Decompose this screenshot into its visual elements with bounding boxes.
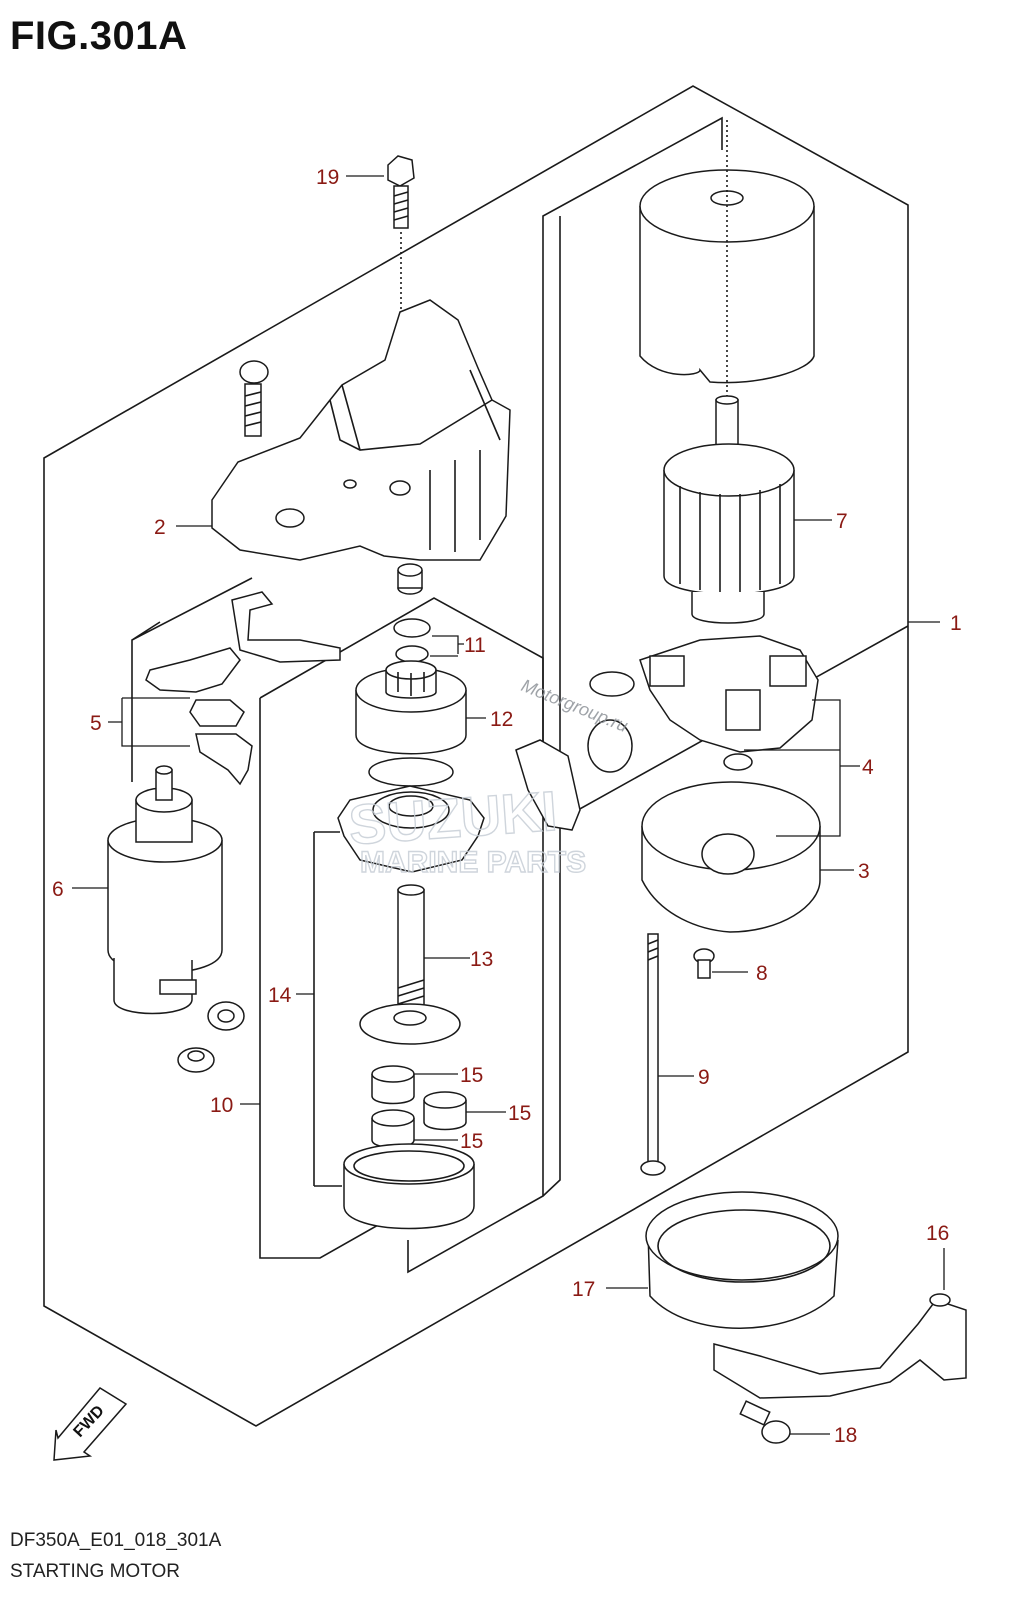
lever-fork-5 <box>145 591 341 786</box>
drive-shaft-13 <box>359 884 461 1045</box>
planet-gear-15-top <box>371 1065 415 1105</box>
internal-gear-ring <box>343 1143 475 1230</box>
lever-group-frame <box>131 577 253 782</box>
callout-7: 7 <box>836 510 848 533</box>
solenoid-6 <box>107 765 223 1015</box>
callout-4: 4 <box>862 756 874 779</box>
bolt-19 <box>387 155 415 229</box>
callout-12: 12 <box>490 708 513 731</box>
fwd-arrow-icon: FWD <box>53 1387 128 1461</box>
callout-14: 14 <box>268 984 292 1007</box>
end-frame-3 <box>641 781 821 933</box>
callout-5: 5 <box>90 712 102 735</box>
housing-bolt <box>239 360 269 437</box>
callout-16: 16 <box>926 1222 949 1245</box>
band-17 <box>645 1191 839 1329</box>
callout-6: 6 <box>52 878 64 901</box>
screw-8 <box>693 948 715 979</box>
brush-lead <box>515 719 633 831</box>
callout-8: 8 <box>756 962 768 985</box>
watermark: SUZUKI MARINE PARTS Motorgroup.ru <box>346 675 631 880</box>
outer-assembly-frame <box>43 85 909 1427</box>
bolt-18 <box>739 1400 791 1444</box>
figure-code: DF350A_E01_018_301A <box>10 1530 222 1551</box>
callout-15-top: 15 <box>460 1064 483 1087</box>
brush-holder-4 <box>589 635 819 771</box>
terminal-nut <box>177 1047 215 1073</box>
figure-title: FIG.301A <box>10 14 188 58</box>
leader-lines <box>72 175 945 1435</box>
gear-housing-2 <box>211 299 511 561</box>
pinion-clutch-12 <box>355 660 467 787</box>
armature-7 <box>663 395 795 624</box>
nut <box>207 1001 245 1031</box>
gear-plate <box>337 785 485 873</box>
drive-group-frame <box>259 597 544 1274</box>
callout-17: 17 <box>572 1278 595 1301</box>
watermark-subtitle: MARINE PARTS <box>360 846 586 879</box>
callout-15-right: 15 <box>508 1102 531 1125</box>
clamp-bracket-16 <box>713 1293 967 1399</box>
callout-19: 19 <box>316 166 339 189</box>
callout-labels: 19 2 1 11 12 5 7 4 3 6 13 8 14 9 15 10 1… <box>52 166 962 1447</box>
callout-2: 2 <box>154 516 166 539</box>
figure-caption: STARTING MOTOR <box>10 1561 180 1582</box>
watermark-brand: SUZUKI <box>347 779 559 856</box>
callout-18: 18 <box>834 1424 857 1447</box>
callout-1: 1 <box>950 612 962 635</box>
bushing <box>397 563 423 595</box>
planet-gear-15-right <box>423 1091 467 1131</box>
through-bolt-9 <box>640 933 666 1176</box>
snap-ring-11 <box>393 618 431 663</box>
callout-11: 11 <box>464 634 486 657</box>
planet-gear-15-bottom <box>371 1109 415 1149</box>
gear-set-frame <box>313 831 342 1187</box>
callout-13: 13 <box>470 948 493 971</box>
callout-9: 9 <box>698 1066 710 1089</box>
callout-10: 10 <box>210 1094 233 1117</box>
callout-15-bottom: 15 <box>460 1130 483 1153</box>
callout-3: 3 <box>858 860 870 883</box>
